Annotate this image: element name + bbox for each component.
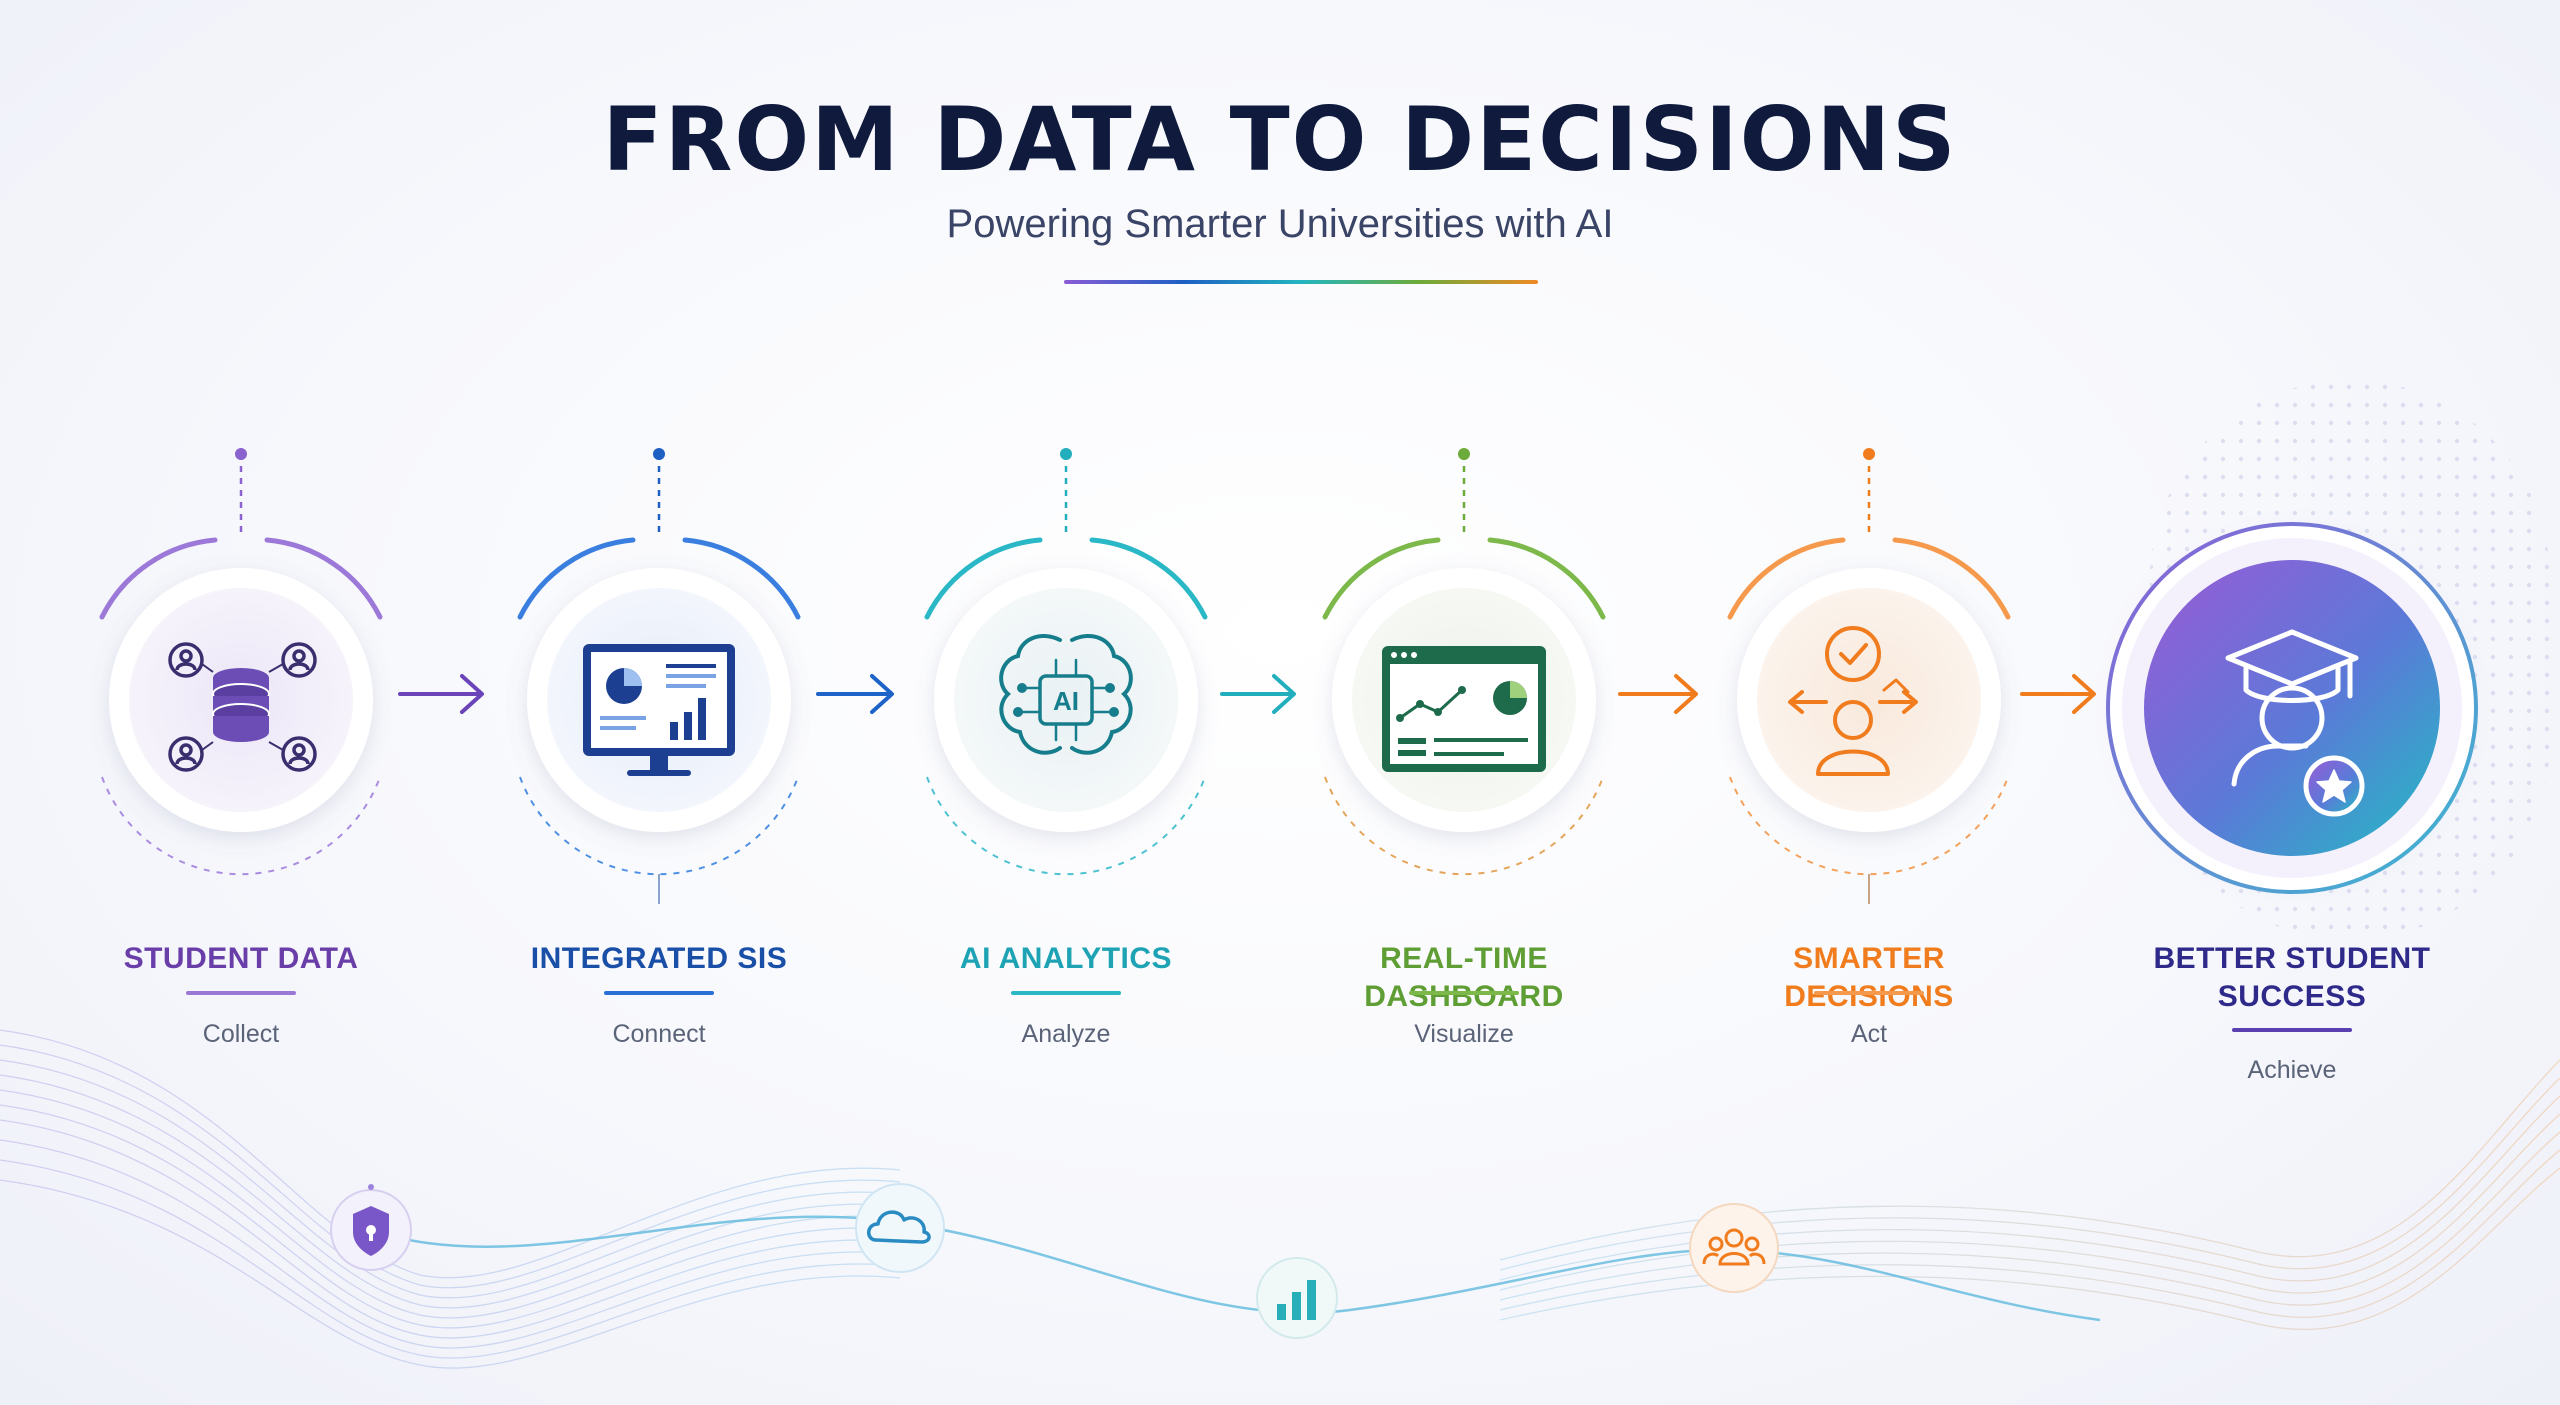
title-divider <box>1064 280 1538 284</box>
step-title-ai-analytics: AI ANALYTICS <box>959 942 1173 975</box>
arrow-2 <box>816 674 894 714</box>
step-verb-act: Act <box>1850 1020 1888 1048</box>
wave-lines-left <box>0 1029 901 1369</box>
database-users-icon <box>168 642 317 772</box>
bar-chart-icon <box>1256 1257 1338 1339</box>
dashboard-window-icon <box>1382 646 1546 772</box>
step-title-smarter-decisions: SMARTER DECISIONS <box>1784 942 1954 1013</box>
node-real-time-dashboard <box>1322 448 1606 876</box>
team-icon <box>1689 1203 1779 1293</box>
monitor-chart-icon <box>583 644 735 776</box>
node-student-data <box>99 448 383 876</box>
step-title-real-time-dashboard: REAL-TIME DASHBOARD <box>1364 942 1564 1013</box>
step-title-line-2: SUCCESS <box>2217 980 2367 1013</box>
arrow-5 <box>2020 674 2096 714</box>
graduate-star-icon <box>2225 629 2365 817</box>
shield-lock-icon <box>330 1184 412 1271</box>
node-ai-analytics: AI <box>924 448 1208 876</box>
step-rule-smarter-decisions <box>1814 991 1924 995</box>
step-title-integrated-sis: INTEGRATED SIS <box>530 942 788 975</box>
step-title-line-1: BETTER STUDENT <box>2153 942 2431 975</box>
node-better-student-success <box>2092 508 2492 908</box>
cloud-icon <box>855 1183 945 1273</box>
node-integrated-sis <box>517 448 801 904</box>
person-decision-icon <box>1788 626 1918 776</box>
node-smarter-decisions <box>1727 448 2011 904</box>
step-verb-collect: Collect <box>202 1020 280 1048</box>
step-rule-real-time-dashboard <box>1409 991 1519 995</box>
step-rule-integrated-sis <box>604 991 714 995</box>
step-verb-visualize: Visualize <box>1414 1020 1514 1048</box>
page-title: FROM DATA TO DECISIONS <box>602 88 1958 191</box>
svg-text:AI: AI <box>1053 686 1079 716</box>
step-rule-student-data <box>186 991 296 995</box>
ai-brain-icon: AI <box>999 634 1133 755</box>
page-subtitle: Powering Smarter Universities with AI <box>946 202 1614 246</box>
step-title-student-data: STUDENT DATA <box>123 942 359 975</box>
arrow-3 <box>1220 674 1296 714</box>
step-title-better-student-success: BETTER STUDENT SUCCESS <box>2142 940 2442 1016</box>
wave-lines-right <box>1499 1059 2560 1330</box>
arrow-1 <box>398 674 484 714</box>
step-rule-ai-analytics <box>1011 991 1121 995</box>
arrow-4 <box>1618 674 1698 714</box>
step-verb-achieve: Achieve <box>2247 1056 2337 1084</box>
step-rule-better-student-success <box>2232 1028 2352 1032</box>
step-verb-analyze: Analyze <box>1021 1020 1111 1048</box>
step-verb-connect: Connect <box>612 1020 706 1048</box>
